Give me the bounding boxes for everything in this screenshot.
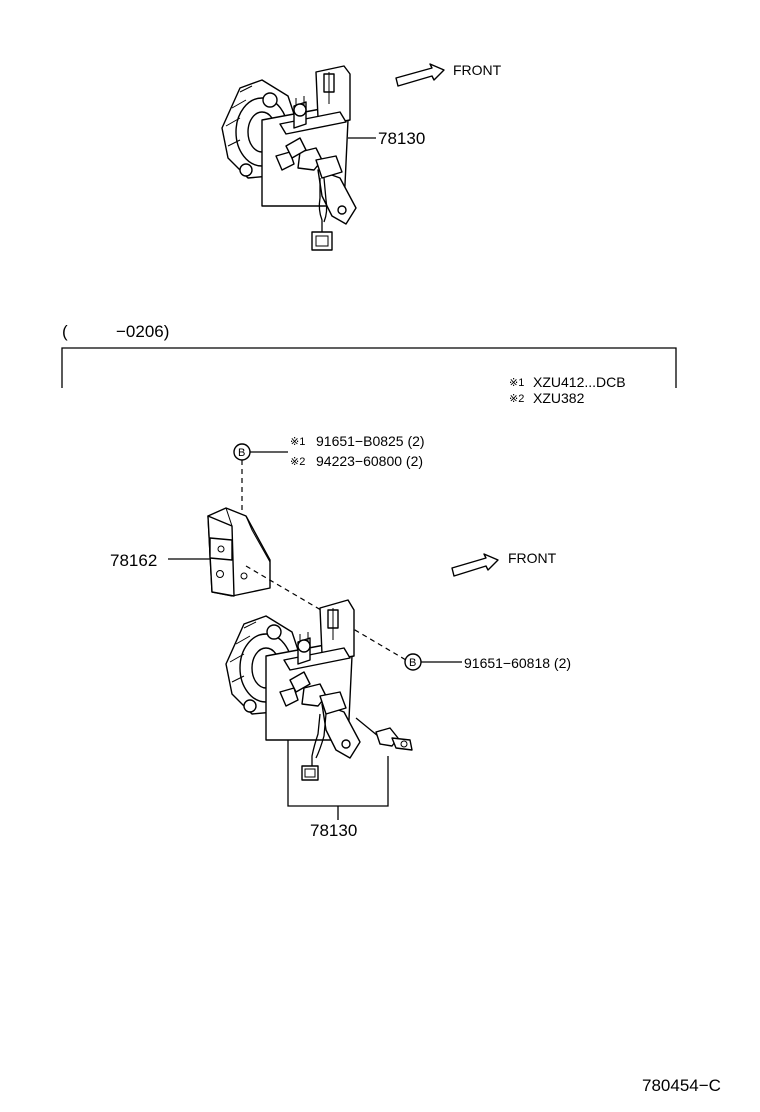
note1-mark: ※1	[509, 377, 524, 389]
range-open-paren: (	[62, 322, 68, 341]
range-value: −0206)	[116, 322, 169, 341]
top-part-number: 78130	[378, 129, 425, 148]
lower-bolt-text: 91651−60818 (2)	[464, 655, 571, 671]
figure-code: 780454−C	[642, 1076, 721, 1095]
lower-front-label: FRONT	[508, 550, 557, 566]
lower-part-number: 78130	[310, 821, 357, 840]
top-front-label: FRONT	[453, 62, 502, 78]
top-front-arrow-icon	[395, 63, 445, 87]
range-bracket	[61, 347, 677, 388]
bolt-b-line1-mark: ※1	[290, 436, 305, 448]
bracket-part-number: 78162	[110, 551, 157, 570]
lower-front-arrow-icon	[451, 553, 499, 577]
top-sensor-assembly-illustration	[221, 65, 357, 251]
note2-text: XZU382	[533, 390, 585, 406]
bolt-b-line2-mark: ※2	[290, 456, 305, 468]
note1-text: XZU412...DCB	[533, 374, 626, 390]
bolt-b-marker: B	[238, 447, 245, 459]
bolt-b-line1-text: 91651−B0825 (2)	[316, 433, 425, 449]
lower-bolt-marker: B	[409, 657, 416, 669]
note2-mark: ※2	[509, 393, 524, 405]
bolt-b-line2-text: 94223−60800 (2)	[316, 453, 423, 469]
lower-sensor-assembly-illustration	[225, 599, 413, 781]
bracket-78162-illustration	[207, 507, 271, 597]
